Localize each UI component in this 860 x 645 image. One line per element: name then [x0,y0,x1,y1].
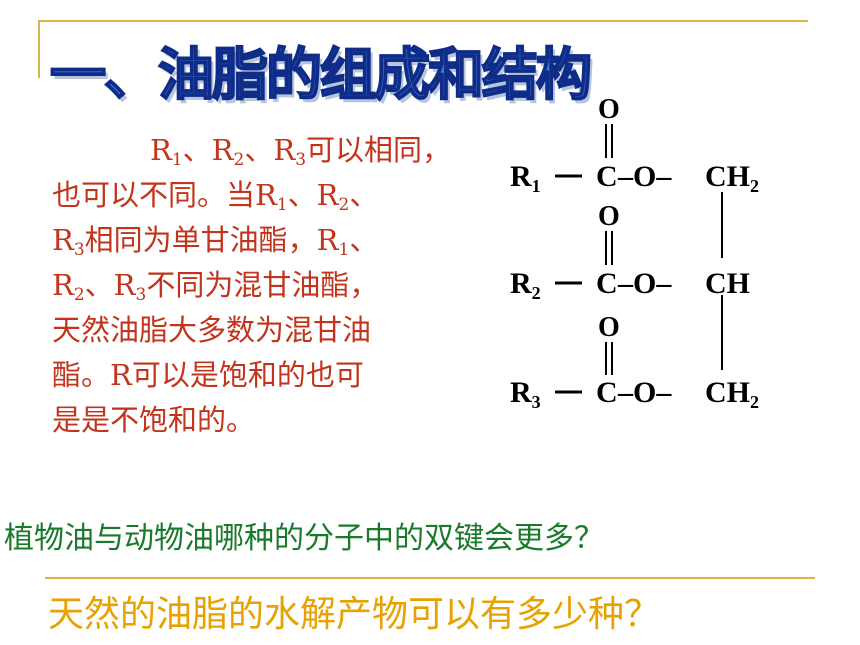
triglyceride-structure: O R1 C –O– CH2 O R2 C –O– CH O R3 C –O– … [510,94,759,412]
ch2-bottom: CH2 [705,376,759,412]
r3-group: R3 [510,376,541,412]
carbon-2: C [596,267,618,300]
carbonyl-oxygen-2: O [598,201,620,232]
top-divider-tick [38,20,40,78]
carbonyl-oxygen-1: O [598,94,620,125]
description-paragraph: R1、R2、R3可以相同， 也可以不同。当R1、R2、 R3相同为单甘油酯，R1… [52,128,512,443]
ester-oxygen-1: –O– [617,160,672,193]
carbon-1: C [596,160,618,193]
top-divider [38,20,808,22]
paragraph-line-2: 也可以不同。当R1、R2、 [52,178,379,215]
paragraph-line-4: R2、R3不同为混甘油酯， [52,268,379,305]
question-hydrolysis-products: 天然的油脂的水解产物可以有多少种？ [48,594,661,635]
slide-title: 一、油脂的组成和结构 [49,42,593,109]
ch-middle: CH [705,267,750,300]
r1-group: R1 [510,160,541,196]
paragraph-line-1: R1、R2、R3可以相同， [150,133,452,170]
ch2-top: CH2 [705,160,759,196]
bottom-divider [45,577,815,579]
paragraph-line-5: 天然油脂大多数为混甘油 [52,313,372,347]
r2-group: R2 [510,267,541,303]
carbon-3: C [596,376,618,409]
paragraph-line-3: R3相同为单甘油酯，R1、 [52,223,379,260]
paragraph-line-7: 是是不饱和的。 [52,403,256,437]
ester-oxygen-2: –O– [617,267,672,300]
paragraph-line-6: 酯。R可以是饱和的也可 [52,358,364,392]
question-double-bonds: 植物油与动物油哪种的分子中的双键会更多？ [4,521,604,556]
carbonyl-oxygen-3: O [598,312,620,343]
ester-oxygen-3: –O– [617,376,672,409]
